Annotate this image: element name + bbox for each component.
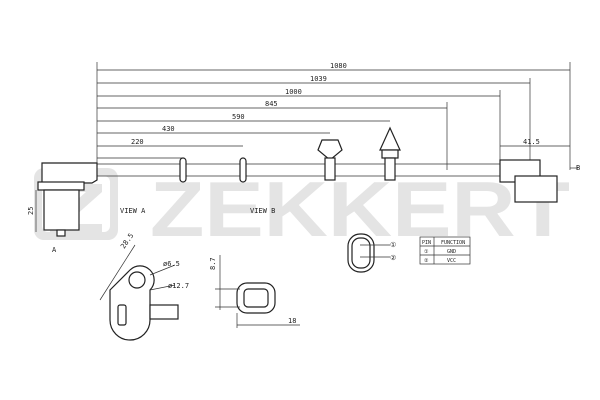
clip-1 — [317, 139, 343, 181]
clip-2 — [379, 126, 401, 181]
pin-table: PIN FUNCTION ① GND ② VCC — [419, 236, 471, 265]
dim-25: 25 — [27, 207, 35, 215]
marker-b: B — [576, 164, 580, 172]
pin-table-header-pin: PIN — [422, 240, 431, 246]
pin-table-cell: VCC — [447, 258, 456, 264]
dim-845: 845 — [265, 100, 278, 108]
view-b-connector — [215, 255, 300, 328]
connector — [499, 159, 578, 203]
sensor-head — [35, 162, 98, 237]
pin-table-cell: ② — [424, 258, 429, 264]
zekkert-watermark-logo: ZEKKERT — [34, 165, 570, 253]
dim-1000: 1000 — [285, 88, 302, 96]
dim-dia-6-5: ø6.5 — [163, 260, 180, 268]
marker-a: A — [52, 246, 57, 254]
dim-dia-12-7: ø12.7 — [168, 282, 189, 290]
view-a-label: VIEW A — [120, 207, 146, 215]
dim-1080: 1080 — [330, 62, 347, 70]
view-b-label: VIEW B — [250, 207, 275, 215]
pin-table-cell: ① — [424, 249, 429, 255]
dim-220: 220 — [131, 138, 144, 146]
pin-table-header-function: FUNCTION — [441, 240, 465, 246]
pin-1-label: ① — [390, 241, 396, 249]
pin-2-label: ② — [390, 254, 396, 262]
pin-diagram — [347, 233, 390, 273]
view-a-detail — [99, 244, 179, 341]
dim-18: 18 — [288, 317, 296, 325]
dim-8-7: 8.7 — [209, 257, 217, 270]
dim-41-5: 41.5 — [523, 138, 540, 146]
pin-table-cell: GND — [447, 249, 456, 255]
dim-430: 430 — [162, 125, 175, 133]
dim-590: 590 — [232, 113, 245, 121]
dim-1039: 1039 — [310, 75, 327, 83]
sensor-cable — [97, 157, 500, 183]
